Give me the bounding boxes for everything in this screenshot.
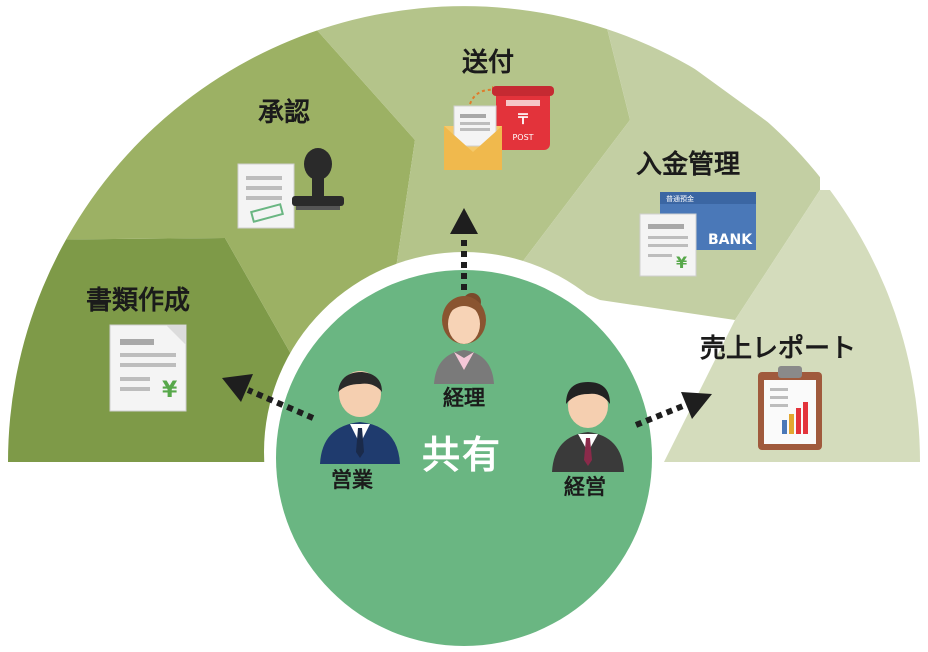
label-sales-report: 売上レポート <box>700 334 857 364</box>
label-sending: 送付 <box>462 48 515 78</box>
role-label-management: 経営 <box>564 475 606 499</box>
arrow-left <box>222 374 315 421</box>
role-label-accounting: 経理 <box>443 386 485 410</box>
management-person-icon <box>552 382 624 472</box>
svg-text:普通預金: 普通預金 <box>666 194 694 203</box>
label-approval: 承認 <box>258 98 311 128</box>
svg-text:BANK: BANK <box>708 232 753 248</box>
postbox-envelope-icon: 〒 POST <box>444 86 554 170</box>
arrow-up <box>450 208 478 290</box>
clipboard-report-icon <box>758 366 822 450</box>
sales-person-icon <box>320 371 400 464</box>
svg-text:¥: ¥ <box>676 253 687 272</box>
svg-text:〒: 〒 <box>516 112 530 128</box>
label-payment-management: 入金管理 <box>636 150 741 180</box>
bank-passbook-icon: 普通預金 BANK ¥ <box>639 192 756 277</box>
center-label-shared: 共有 <box>422 433 503 477</box>
svg-text:POST: POST <box>512 133 533 142</box>
label-document-creation: 書類作成 <box>86 286 191 316</box>
stamp-document-icon <box>237 148 344 229</box>
document-icon: ¥ <box>109 324 187 412</box>
role-label-sales: 営業 <box>331 468 373 492</box>
accounting-person-icon <box>434 293 494 384</box>
arrow-right <box>634 392 712 428</box>
center-circle <box>276 270 652 646</box>
svg-text:¥: ¥ <box>162 378 178 403</box>
segment-sales-report <box>660 190 920 462</box>
